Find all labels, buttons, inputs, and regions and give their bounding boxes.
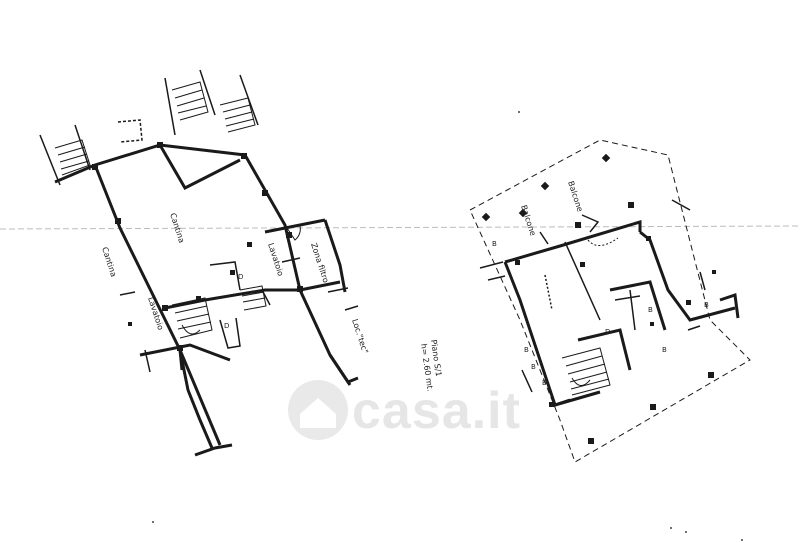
label-d-2: D <box>224 322 229 330</box>
label-b-7: B <box>648 306 653 314</box>
left-plan-partitions <box>39 69 359 373</box>
left-floor-plan <box>39 69 359 457</box>
label-b-2: B <box>704 301 709 309</box>
property-boundary <box>469 139 751 463</box>
left-plan-stairs <box>54 81 267 339</box>
door-swing <box>284 224 301 241</box>
right-floor-plan <box>469 139 751 463</box>
right-plan-stairs <box>561 347 611 396</box>
label-b-1: B <box>492 240 497 248</box>
watermark: casa.it <box>288 380 521 440</box>
right-plan-partitions <box>479 199 706 393</box>
label-b-5: B <box>542 379 547 387</box>
watermark-text: casa.it <box>352 382 521 440</box>
scan-specks <box>152 111 743 541</box>
scan-crease-line <box>0 225 800 230</box>
left-plan-columns <box>92 142 303 351</box>
label-b-4: B <box>531 363 536 371</box>
label-b-3: B <box>524 346 529 354</box>
left-plan-walls <box>54 143 359 457</box>
label-d-right: D <box>605 328 610 336</box>
label-b-6: B <box>662 346 667 354</box>
label-d-1: D <box>238 273 243 281</box>
